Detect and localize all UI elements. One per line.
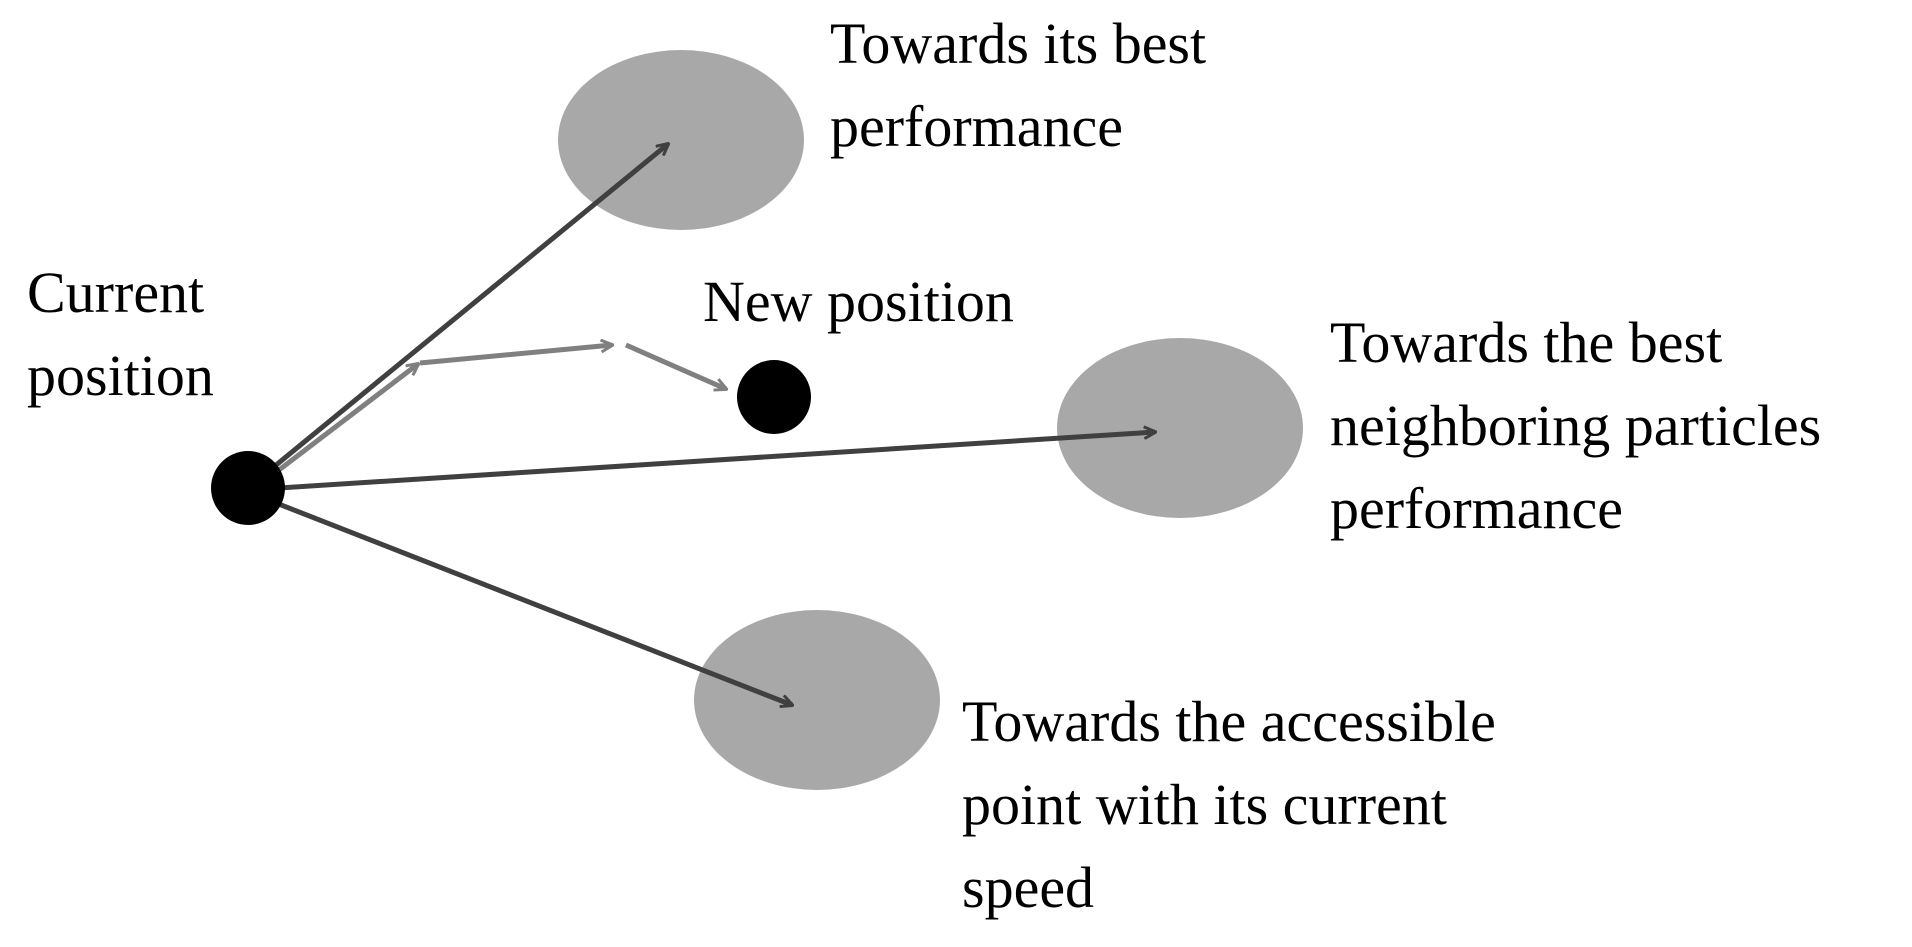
path-arrow-1 [256, 364, 418, 488]
best-neighbor-region [1057, 338, 1303, 518]
inertia-label: Towards the accessible point with its cu… [962, 689, 1496, 920]
new-position-dot [737, 360, 811, 434]
best-own-label: Towards its best performance [830, 11, 1207, 159]
best-neighbor-label: Towards the best neighboring particles p… [1330, 310, 1822, 541]
new-position-label: New position [703, 269, 1014, 334]
arrow-to-best-neighbor [247, 432, 1155, 493]
current-position-label: Current position [27, 260, 214, 408]
inertia-region [694, 610, 940, 790]
current-position-dot [211, 451, 285, 525]
arrow-to-inertia [247, 489, 792, 705]
path-arrow-2 [419, 345, 612, 366]
arrow-to-best-own [246, 144, 668, 490]
path-arrow-3 [624, 342, 726, 389]
